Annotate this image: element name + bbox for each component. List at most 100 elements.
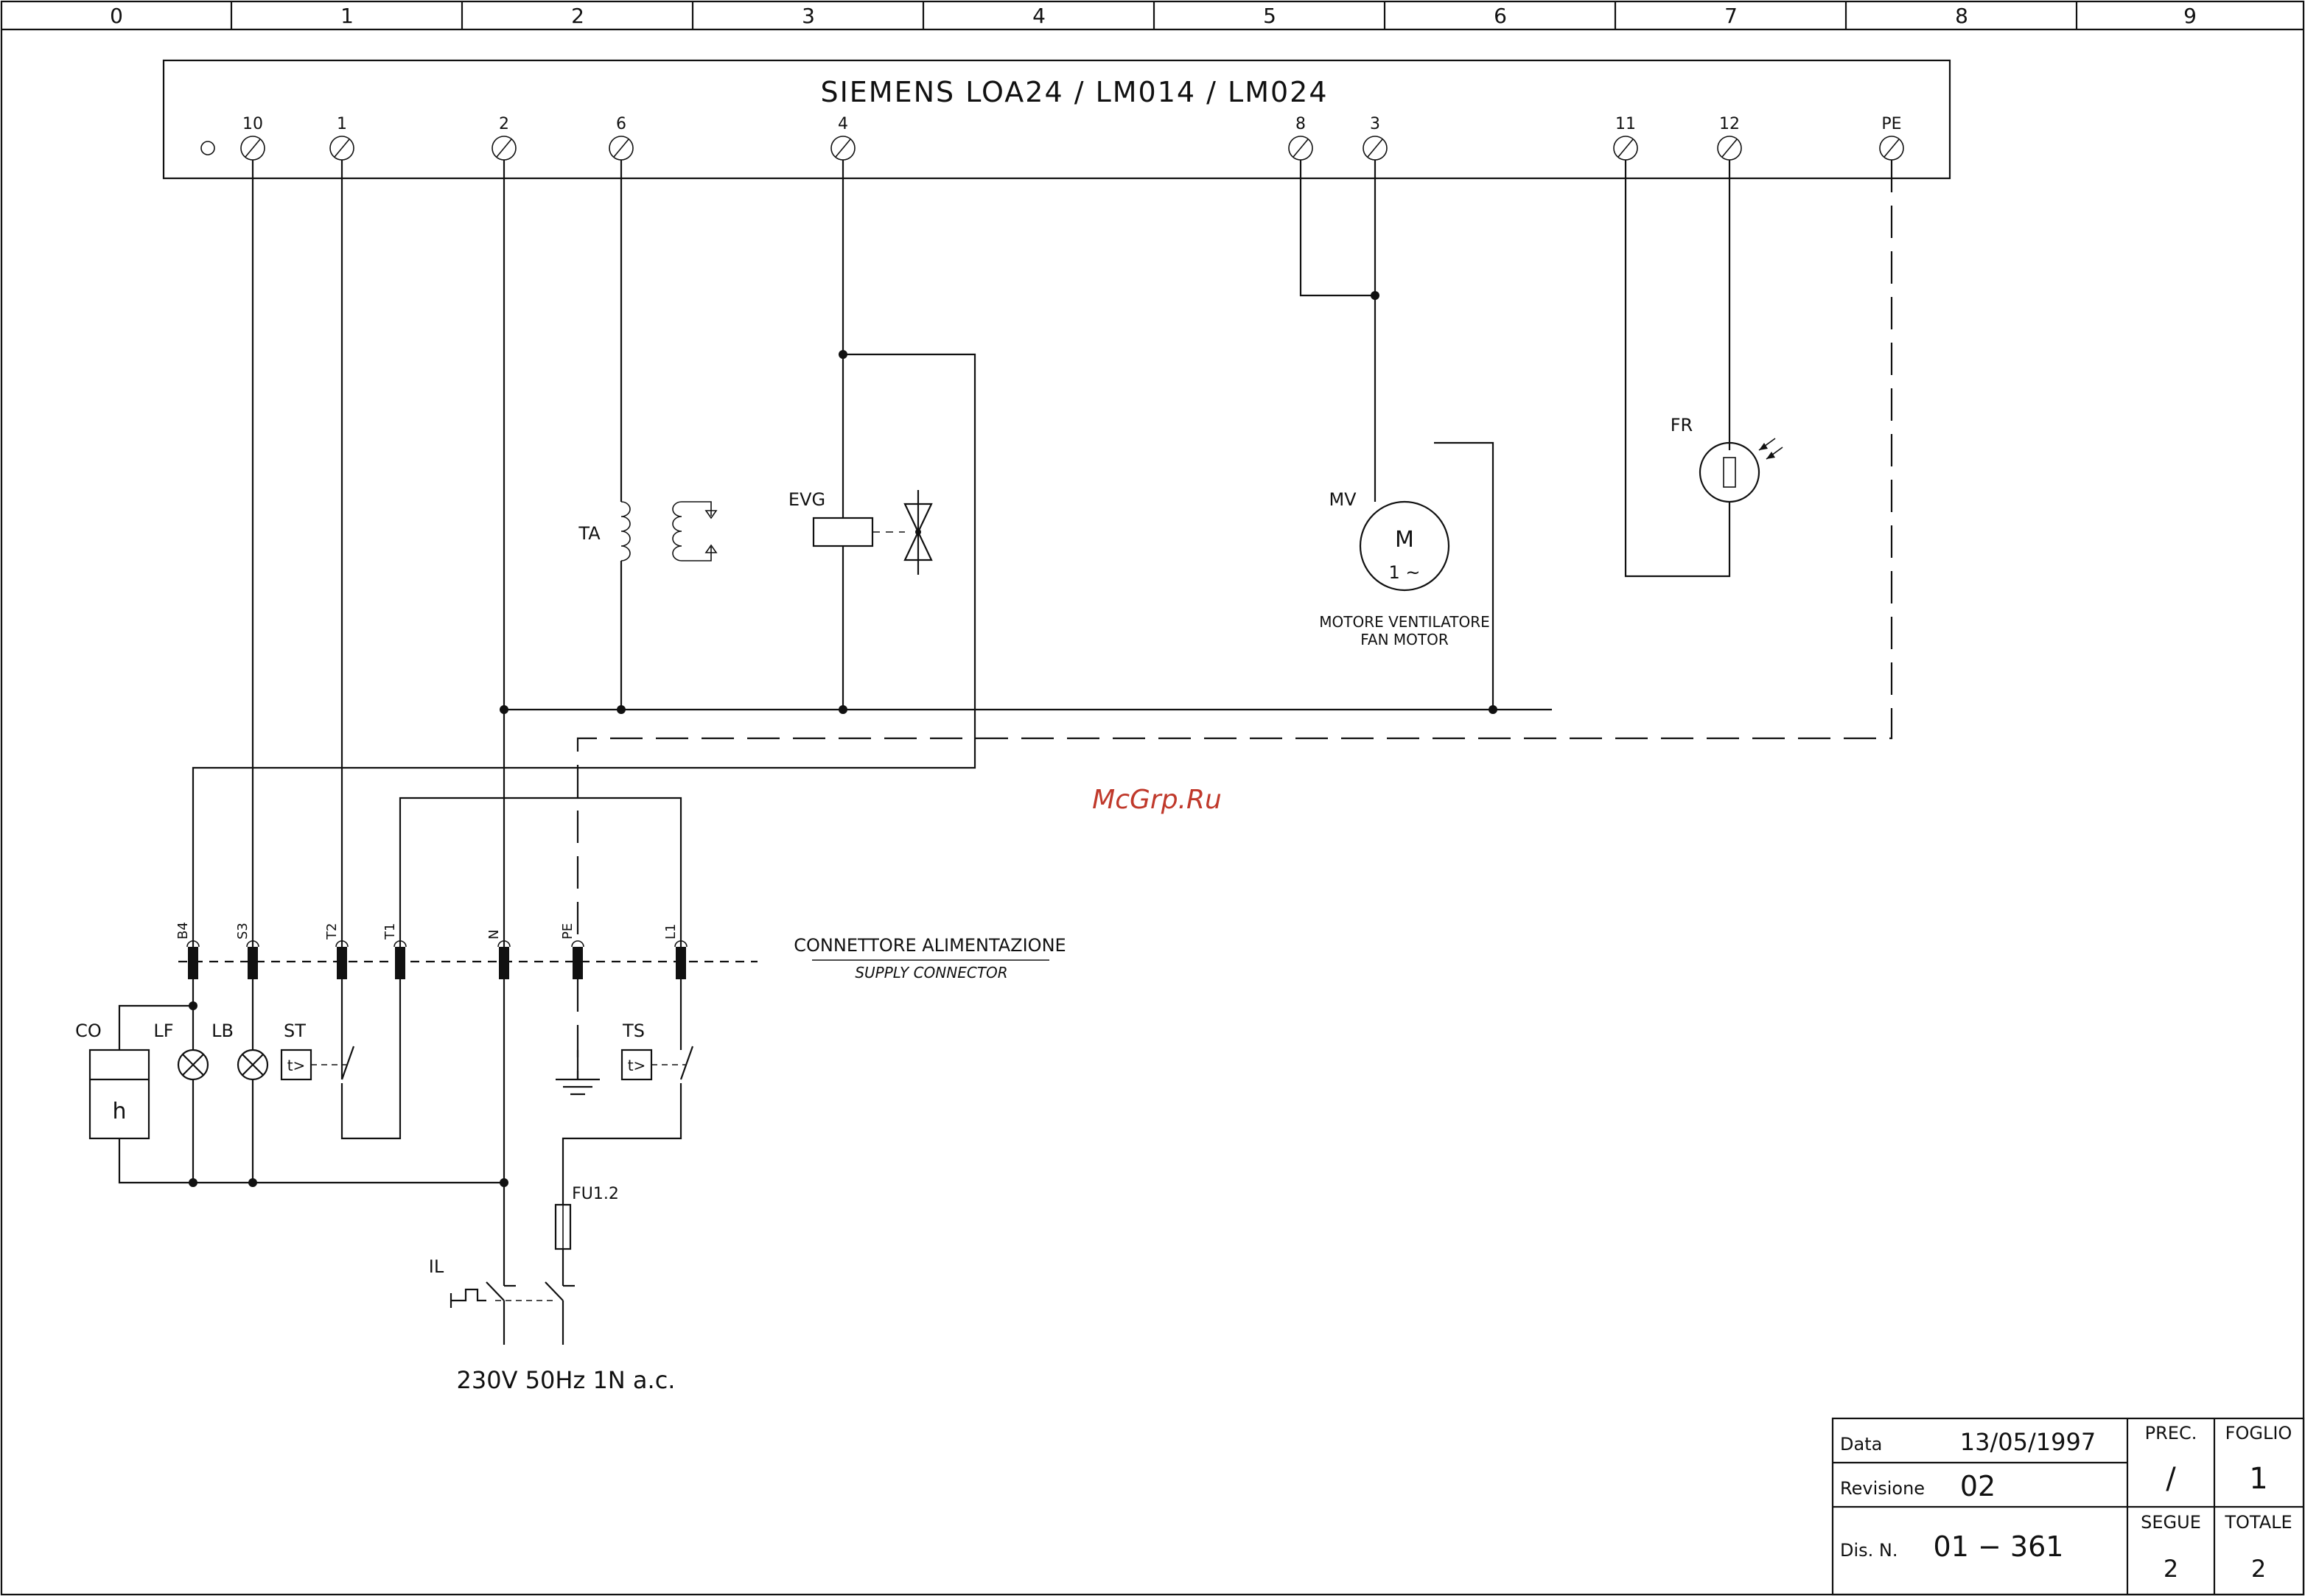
wiring [118, 160, 1893, 1286]
column-label: 7 [1724, 4, 1738, 28]
controller-box: SIEMENS LOA24 / LM014 / LM024 [162, 59, 1951, 180]
terminal-label: 8 [1295, 115, 1306, 133]
label-lf: LF [153, 1021, 173, 1041]
totale-value: 2 [2251, 1555, 2266, 1583]
watermark: McGrp.Ru [1092, 785, 1222, 815]
thermostat-ts: TS t> [620, 1021, 685, 1081]
photocell-fr: FR [1671, 415, 1783, 503]
terminal-label: 2 [499, 115, 509, 133]
dis-label: Dis. N. [1840, 1540, 1898, 1561]
thermostat-st: ST t> [280, 1021, 346, 1081]
label-fuse: FU1.2 [572, 1185, 619, 1203]
main-switch-il: IL [429, 1256, 575, 1345]
revisione-label: Revisione [1840, 1478, 1925, 1499]
connector-pin-b4: B4 [175, 922, 200, 979]
terminal-label: 1 [337, 115, 347, 133]
controller-title: SIEMENS LOA24 / LM014 / LM024 [820, 76, 1328, 108]
column-ruler: 0 1 2 3 4 5 6 7 8 9 [1, 1, 2304, 31]
terminal-3: 3 [1363, 115, 1388, 161]
column-label: 5 [1263, 4, 1276, 28]
title-block: Data 13/05/1997 Revisione 02 Dis. N. 01 … [1831, 1417, 2305, 1596]
foglio-value: 1 [2249, 1462, 2267, 1496]
terminal-4: 4 [830, 115, 856, 161]
label-mv: MV [1329, 489, 1357, 510]
data-value: 13/05/1997 [1960, 1428, 2096, 1456]
hour-counter-co: CO h [75, 1021, 150, 1140]
connector-label-en: SUPPLY CONNECTOR [855, 964, 1007, 981]
segue-value: 2 [2164, 1555, 2178, 1583]
terminal-label: 12 [1719, 115, 1740, 133]
terminal-label: PE [1881, 115, 1901, 133]
totale-label: TOTALE [2224, 1512, 2292, 1533]
thermostat-symbol: t> [287, 1057, 306, 1074]
motor-symbol: M [1395, 527, 1414, 553]
controller-terminals: 10 1 2 6 4 8 3 11 12 PE [240, 115, 1904, 161]
label-il: IL [429, 1256, 444, 1277]
thermostat-symbol: t> [628, 1057, 646, 1074]
segue-label: SEGUE [2141, 1512, 2201, 1533]
terminal-1: 1 [329, 115, 354, 161]
svg-text:S3: S3 [235, 923, 251, 939]
revisione-value: 02 [1960, 1470, 1996, 1502]
terminal-pe: PE [1879, 115, 1904, 161]
terminal-label: 4 [838, 115, 848, 133]
connector-pin-t1: T1 [382, 923, 407, 979]
connector-pin-pe: PE [560, 923, 584, 979]
column-label: 9 [2183, 4, 2197, 28]
terminal-label: 10 [242, 115, 263, 133]
co-symbol: h [112, 1099, 126, 1124]
terminal-6: 6 [609, 115, 634, 161]
valve-evg: EVG [788, 489, 933, 575]
svg-text:PE: PE [560, 923, 576, 939]
svg-text:N: N [486, 930, 502, 939]
terminal-label: 11 [1615, 115, 1636, 133]
lamp-lb: LB [211, 1021, 269, 1081]
data-label: Data [1840, 1434, 1882, 1455]
terminal-2: 2 [492, 115, 517, 161]
connector-pin-s3: S3 [235, 923, 259, 979]
label-evg: EVG [788, 489, 825, 510]
dis-value: 01 − 361 [1934, 1530, 2064, 1563]
lamp-lf: LF [153, 1021, 209, 1081]
ground-symbol [556, 1078, 600, 1096]
column-label: 8 [1955, 4, 1968, 28]
svg-text:T1: T1 [382, 923, 398, 940]
label-st: ST [284, 1021, 306, 1041]
indicator-circle [200, 141, 215, 155]
terminal-label: 3 [1370, 115, 1380, 133]
terminal-12: 12 [1717, 115, 1742, 161]
fan-motor-mv: MV M 1 ~ MOTORE VENTILATORE FAN MOTOR [1319, 489, 1489, 648]
column-label: 1 [340, 4, 354, 28]
motor-caption-it: MOTORE VENTILATORE [1319, 613, 1489, 631]
svg-text:B4: B4 [175, 922, 191, 939]
connector-pin-t2: T2 [324, 923, 349, 979]
motor-caption-en: FAN MOTOR [1360, 631, 1449, 648]
terminal-10: 10 [240, 115, 265, 161]
svg-text:L1: L1 [663, 924, 679, 939]
column-label: 6 [1494, 4, 1507, 28]
svg-text:T2: T2 [324, 923, 340, 940]
terminal-11: 11 [1613, 115, 1638, 161]
column-label: 0 [110, 4, 123, 28]
supply-label: 230V 50Hz 1N a.c. [457, 1366, 676, 1394]
connector-label-it: CONNETTORE ALIMENTAZIONE [794, 935, 1066, 956]
prec-label: PREC. [2145, 1423, 2197, 1443]
column-label: 2 [571, 4, 584, 28]
label-co: CO [75, 1021, 102, 1041]
terminal-label: 6 [616, 115, 626, 133]
fuse-fu12: FU1.2 [554, 1185, 619, 1250]
prec-value: / [2166, 1462, 2176, 1496]
column-label: 3 [802, 4, 815, 28]
label-ts: TS [622, 1021, 645, 1041]
supply-connector: B4 S3 T2 T1 N PE L1 CONNETTORE ALIMENTAZ… [175, 922, 1066, 981]
label-fr: FR [1671, 415, 1693, 435]
foglio-label: FOGLIO [2225, 1423, 2292, 1443]
terminal-8: 8 [1288, 115, 1313, 161]
connector-pin-n: N [486, 930, 511, 979]
column-label: 4 [1032, 4, 1046, 28]
label-ta: TA [578, 523, 601, 544]
label-lb: LB [211, 1021, 234, 1041]
motor-phase: 1 ~ [1388, 562, 1420, 583]
